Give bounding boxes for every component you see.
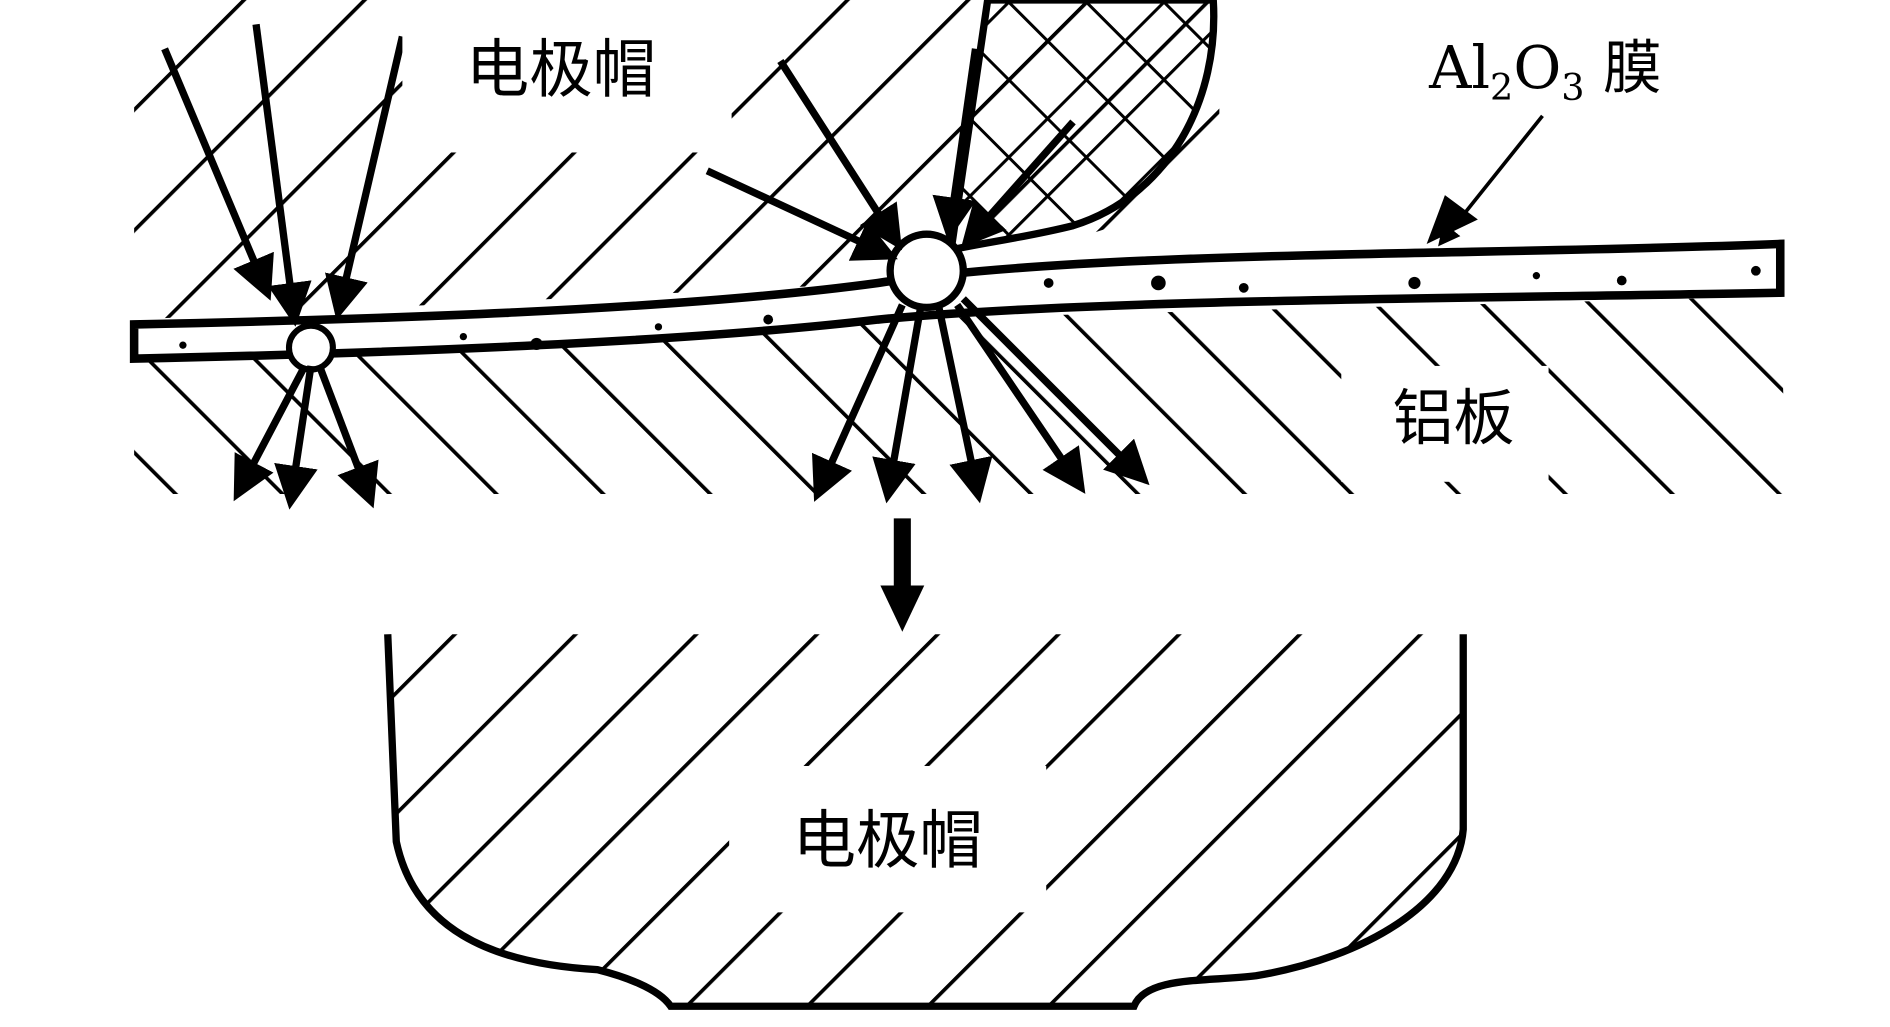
- current-arrows: [161, 23, 1150, 510]
- contact-spot-left: [285, 322, 336, 373]
- label-bottom-electrode: 电极帽: [793, 803, 983, 877]
- al2o3-film: [129, 239, 1785, 363]
- label-box-plate: [1341, 365, 1549, 482]
- label-plate: 铝板: [1393, 383, 1515, 454]
- label-box-film: [1414, 24, 1683, 110]
- down-arrow: [880, 518, 925, 632]
- label-box-bottom-electrode: [729, 765, 1047, 913]
- contact-spot-right: [886, 230, 967, 312]
- label-box-top-electrode: [402, 0, 732, 153]
- film-particles: [179, 265, 1761, 351]
- film-pointer-head: [1426, 195, 1478, 244]
- label-film: Al2O3 膜: [1428, 34, 1662, 109]
- label-top-electrode: 电极帽: [466, 32, 656, 106]
